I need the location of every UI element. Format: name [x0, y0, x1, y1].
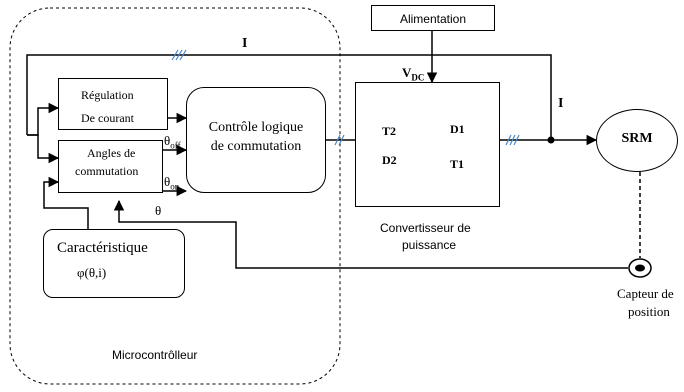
current-regulation-box: Régulation De courant — [58, 78, 168, 130]
position-feedback-arrow — [113, 199, 628, 269]
current-label-right: I — [558, 96, 564, 111]
d1-label: D1 — [450, 122, 465, 136]
commutation-logic-box: Contrôle logique de commutation — [186, 87, 326, 193]
sensor-caption-line1: Capteur de — [617, 286, 674, 301]
power-supply-box: Alimentation — [371, 5, 495, 31]
theta-on-label: θon — [164, 175, 179, 192]
theta-label: θ — [155, 203, 162, 218]
characteristic-line1: Caractéristique — [57, 240, 148, 256]
characteristic-to-angles-arrow — [43, 176, 89, 230]
theta-off-label: θoff — [164, 134, 181, 151]
power-supply-label: Alimentation — [399, 12, 467, 26]
characteristic-box: Caractéristique φ(θ,i) — [43, 229, 185, 298]
theta-on-main: θ — [164, 174, 171, 189]
vdc-sub: DC — [411, 72, 425, 83]
theta-on-sub: on — [170, 181, 180, 192]
angles-line1: Angles de — [87, 146, 136, 160]
commutation-angles-box: Angles de commutation — [58, 140, 163, 193]
vdc-main: V — [402, 65, 412, 80]
current-feedback-line — [26, 54, 552, 140]
microcontroller-boundary — [9, 7, 341, 385]
current-junction-dot — [547, 136, 555, 144]
logic-line2: de commutation — [210, 139, 302, 154]
current-to-angles-arrow — [27, 134, 60, 164]
sensor-caption-line2: position — [628, 304, 670, 319]
angles-line2: commutation — [75, 164, 139, 178]
theta-off-main: θ — [164, 133, 171, 148]
regulation-line2: De courant — [81, 111, 134, 125]
bus-tick-marks — [171, 49, 520, 146]
theta-off-sub: off — [170, 140, 181, 151]
t1-label: T1 — [450, 157, 465, 171]
d2-label: D2 — [382, 153, 397, 167]
srm-motor: SRM — [596, 109, 678, 172]
srm-label: SRM — [621, 131, 653, 146]
regulation-line1: Régulation — [81, 88, 134, 102]
t2-label: T2 — [382, 124, 397, 138]
power-converter-box: T2 D2 D1 T1 — [355, 82, 500, 207]
microcontroller-label: Microcontrôlleur — [112, 348, 198, 362]
current-label-top: I — [242, 36, 248, 51]
converter-caption-line1: Convertisseur de — [380, 221, 471, 235]
vdc-label: VDC — [402, 66, 424, 83]
converter-caption-line2: puissance — [402, 238, 457, 252]
current-to-regulation-arrow — [27, 102, 60, 136]
logic-line1: Contrôle logique — [208, 120, 304, 135]
characteristic-line2: φ(θ,i) — [77, 265, 107, 280]
